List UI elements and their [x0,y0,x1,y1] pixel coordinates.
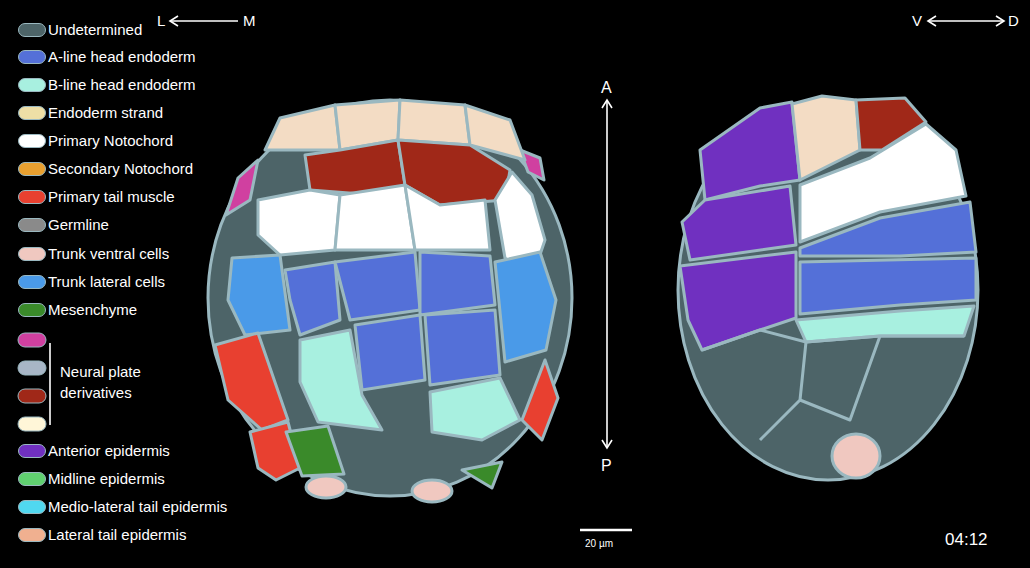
legend-label: Lateral tail epidermis [48,526,186,544]
legend-swatch [18,247,46,261]
legend-swatch [18,23,46,37]
axis-label: A [601,78,612,97]
legend-label: Primary Notochord [48,132,173,150]
axis-label: M [243,12,256,30]
legend-group-label: Neural plate derivatives [60,361,170,403]
legend-swatch [18,528,46,542]
legend-label: Primary tail muscle [48,188,175,206]
legend-label: Undetermined [48,21,142,39]
legend-swatch [18,303,46,317]
legend-label: Anterior epidermis [48,442,170,460]
axis-label: V [912,12,922,30]
legend-swatch [18,50,46,64]
legend-label: Mesenchyme [48,301,137,319]
legend-label: A-line head endoderm [48,48,196,66]
legend-label: Trunk ventral cells [48,245,169,263]
scale-bar-label: 20 µm [585,537,613,550]
legend-label: Secondary Notochord [48,160,193,178]
legend-swatch [18,218,46,232]
legend-swatch [18,106,46,120]
axis-label: P [601,456,612,475]
legend-label: Medio-lateral tail epidermis [48,498,227,516]
legend-label: B-line head endoderm [48,76,196,94]
legend-swatch [18,444,46,458]
legend-swatch [18,134,46,148]
legend-label: Midline epidermis [48,470,165,488]
legend-swatch [18,500,46,514]
legend-swatch [18,275,46,289]
axis-label: L [157,12,165,30]
timestamp: 04:12 [945,530,988,550]
legend-swatch [18,162,46,176]
legend-label: Germline [48,216,109,234]
legend-swatch [18,472,46,486]
legend-label: Trunk lateral cells [48,273,165,291]
legend-label: Endoderm strand [48,104,163,122]
legend-swatch [18,190,46,204]
axis-label: D [1008,12,1019,30]
legend-swatch [18,78,46,92]
